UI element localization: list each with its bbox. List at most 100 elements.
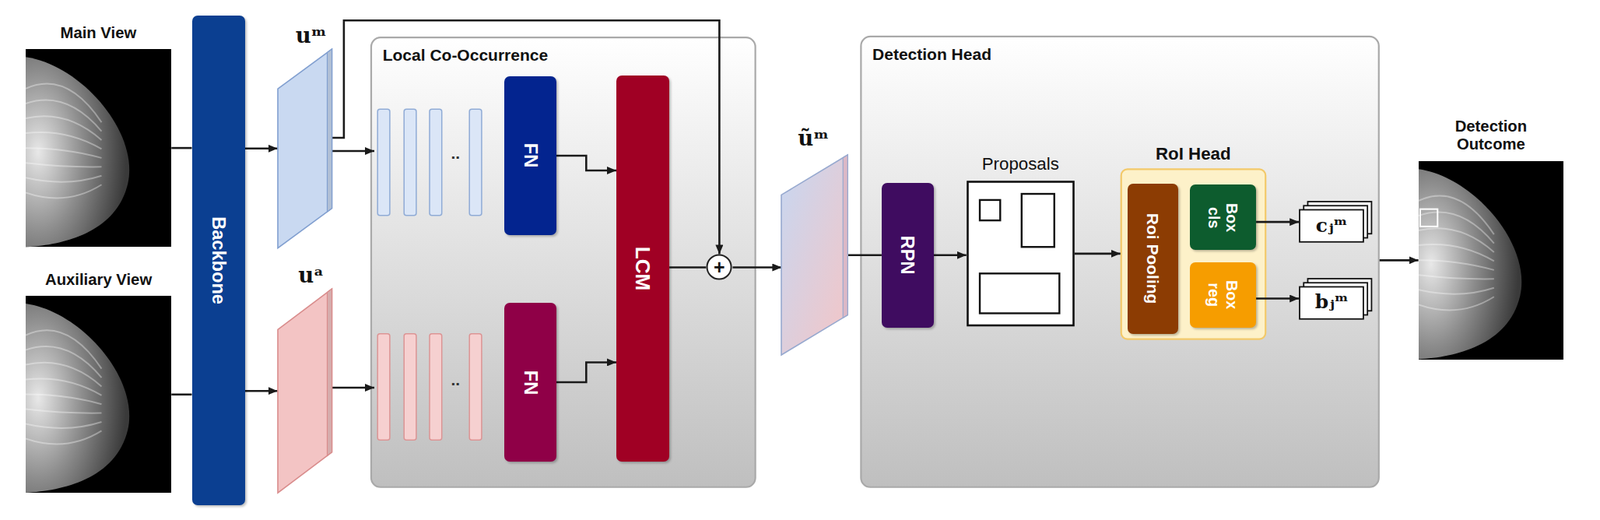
rpn-block: RPN [881,182,934,328]
breast-tissue [1418,168,1522,359]
math-symbol: bⱼᵐ [1315,291,1349,314]
feature-slice [403,108,417,215]
tissue-strand [25,431,102,445]
feature-slice [429,108,443,215]
block-label: FN [519,143,541,168]
mammogram-image: Main View [25,49,172,247]
connector-arrow [1256,221,1299,224]
connector-arrow [171,392,192,396]
breast-tissue [25,56,130,247]
feature-slice [377,333,390,440]
tissue-strand [1418,212,1495,244]
mammogram-image: Auxiliary View [25,295,172,493]
node-shape [25,295,172,493]
feature-map: ũᵐ [781,154,848,355]
math-symbol: uᵃ [298,263,324,288]
feature-slice [403,333,417,440]
tissue-strand [25,346,102,378]
feature-slice [377,108,390,215]
block-label: Backbone [207,216,229,305]
slab-face [277,49,332,249]
tissue-strand [1418,259,1495,271]
proposals-box: Proposals [966,180,1075,327]
panel-ground [860,36,1379,488]
heading-label: + [713,256,726,279]
connector-arrow [171,147,192,150]
node-shape [966,180,1075,327]
connector-arrow [669,266,706,269]
heading-label: Auxiliary View [45,270,152,289]
box-reg-block: Box reg [1189,262,1257,328]
math-symbol: ũᵐ [797,126,829,151]
tissue-strand [25,147,102,158]
node-shape [277,288,332,493]
connector-arrow [556,155,617,171]
heading-label: RoI Head [1155,143,1232,165]
slab-face [781,154,848,355]
block-label: RPN [897,235,919,275]
mammogram-image: Detection Outcome [1418,161,1564,359]
connector-arrow [1074,252,1121,256]
tissue-strand [1418,274,1495,279]
panel-title: Detection Head [872,45,992,64]
slab-edge [843,154,849,318]
roi-head-panel: Roi PoolingBox clsBox regRoI Head [1120,168,1267,340]
slab-face [277,288,332,493]
connector-arrow [732,266,782,269]
tissue-strand [1418,296,1495,310]
block-label: LCM [631,246,655,292]
math-symbol: cⱼᵐ [1315,214,1348,238]
tissue-strands [1418,196,1495,311]
module-panel: RPNProposalsRoi PoolingBox clsBox regRoI… [859,35,1379,488]
slice-arrow [332,386,375,390]
proposal-rect [1021,193,1055,247]
proposals-frame [967,182,1074,327]
detection-box [1420,209,1438,227]
block-label: Box cls [1205,203,1241,232]
slice-arrow [332,150,375,153]
tissue-strand [25,115,102,141]
tissue-strand [25,409,102,414]
tissue-strand [25,184,102,198]
roi-panel-ground [1121,168,1267,339]
fusion-block: FN [504,76,557,235]
output-stack: bⱼᵐ [1298,277,1372,320]
stack-sheet [1299,286,1364,319]
roi-pooling-block: Roi Pooling [1127,183,1179,334]
box-cls-block: Box cls [1189,184,1257,250]
feature-slice [469,108,482,215]
feature-map: uᵐ [277,49,332,249]
tissue-strand [25,362,102,387]
tissue-strand [25,421,102,429]
tissue-strands [25,330,102,445]
block-label: FN [519,369,541,394]
heading-label: Detection Outcome [1455,117,1527,155]
connector-arrow [1256,297,1299,300]
slab-edge [326,288,332,456]
fusion-block: FN [504,302,557,461]
ellipsis-label: .. [450,143,460,163]
module-panel: FNFNLCM+Local Co-Occurrence [370,36,757,488]
node-shape [25,49,172,247]
node-shape [1418,161,1564,359]
tissue-strand [25,132,102,149]
feature-slice [469,333,482,440]
feature-map: uᵃ [277,288,332,493]
connector-arrow [245,147,278,150]
heading-label: Main View [60,24,137,43]
sum-circle [707,255,732,280]
slab-edge [326,49,332,212]
tissue-strand [25,162,102,167]
ellipsis-label: .. [450,370,460,390]
node-shape [277,49,332,249]
heading-label: Proposals [982,154,1060,175]
tissue-strand [1418,244,1495,261]
breast-tissue [25,303,130,493]
connectors [171,20,1418,395]
tissue-strand [25,378,102,396]
tissue-strand [25,175,102,183]
tissue-strands [25,84,102,199]
connector-arrow [848,253,882,257]
block-label: Roi Pooling [1143,213,1162,305]
